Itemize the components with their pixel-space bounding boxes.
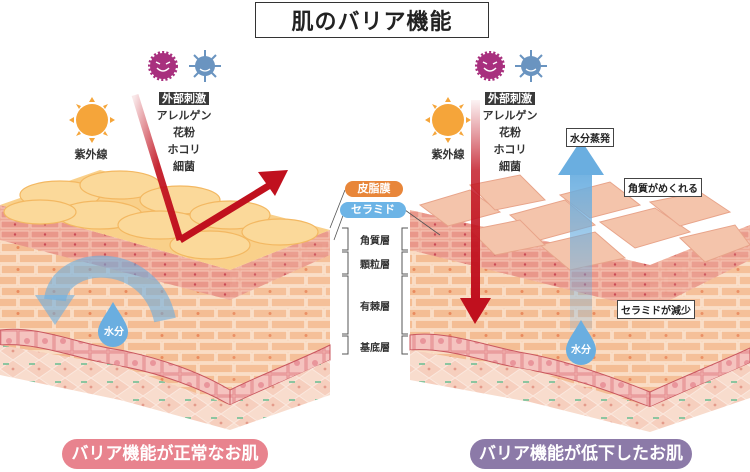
sun-icon-left bbox=[69, 97, 115, 143]
stimuli-item-allergen-left: アレルゲン bbox=[156, 109, 212, 122]
healthy-skin-caption: バリア機能が正常なお肌 bbox=[62, 439, 268, 469]
layer-stratum-granulosum: 顆粒層 bbox=[360, 260, 390, 271]
sebum-film-label: 皮脂膜 bbox=[345, 181, 403, 197]
water-label-left: 水分 bbox=[104, 327, 124, 338]
evaporation-label: 水分蒸発 bbox=[566, 128, 614, 147]
stimuli-item-dust-right: ホコリ bbox=[493, 143, 527, 156]
stimuli-item-pollen-left: 花粉 bbox=[173, 126, 195, 139]
ceramide-label: セラミド bbox=[340, 202, 406, 218]
uv-label-left: 紫外線 bbox=[74, 148, 108, 161]
layer-stratum-spinosum: 有棘層 bbox=[360, 302, 390, 313]
deflected-stimuli-arrow bbox=[131, 93, 288, 243]
penetrating-stimuli-arrow bbox=[460, 100, 491, 324]
healthy-skin-block bbox=[0, 170, 331, 430]
stimuli-item-bacteria-left: 細菌 bbox=[173, 160, 195, 173]
virus-icon-magenta-right bbox=[475, 51, 505, 81]
stimuli-item-dust-left: ホコリ bbox=[167, 143, 201, 156]
virus-icon-magenta-left bbox=[148, 51, 178, 81]
water-evaporation-arrow bbox=[558, 140, 604, 330]
water-drop-right bbox=[566, 320, 596, 365]
sun-icon-right bbox=[425, 97, 471, 143]
page-title: 肌のバリア機能 bbox=[255, 2, 489, 38]
water-label-right: 水分 bbox=[571, 345, 591, 356]
stimuli-heading-left: 外部刺激 bbox=[159, 92, 209, 105]
stimuli-item-pollen-right: 花粉 bbox=[499, 126, 521, 139]
stimuli-item-allergen-right: アレルゲン bbox=[482, 109, 538, 122]
virus-icon-blue-right bbox=[515, 50, 547, 82]
keratin-peeling-label: 角質がめくれる bbox=[624, 178, 702, 197]
uv-label-right: 紫外線 bbox=[431, 148, 465, 161]
stimuli-list-left: 外部刺激 アレルゲン 花粉 ホコリ 細菌 bbox=[150, 90, 218, 175]
layer-stratum-basale: 基底層 bbox=[360, 343, 390, 354]
layer-stratum-corneum: 角質層 bbox=[360, 236, 390, 247]
ceramide-decrease-label: セラミドが減少 bbox=[617, 300, 695, 319]
stimuli-item-bacteria-right: 細菌 bbox=[499, 160, 521, 173]
virus-icon-blue-left bbox=[189, 50, 221, 82]
stimuli-list-right: 外部刺激 アレルゲン 花粉 ホコリ 細菌 bbox=[476, 90, 544, 175]
water-drop-left bbox=[98, 302, 128, 347]
damaged-skin-caption: バリア機能が低下したお肌 bbox=[470, 439, 692, 469]
stimuli-heading-right: 外部刺激 bbox=[485, 92, 535, 105]
